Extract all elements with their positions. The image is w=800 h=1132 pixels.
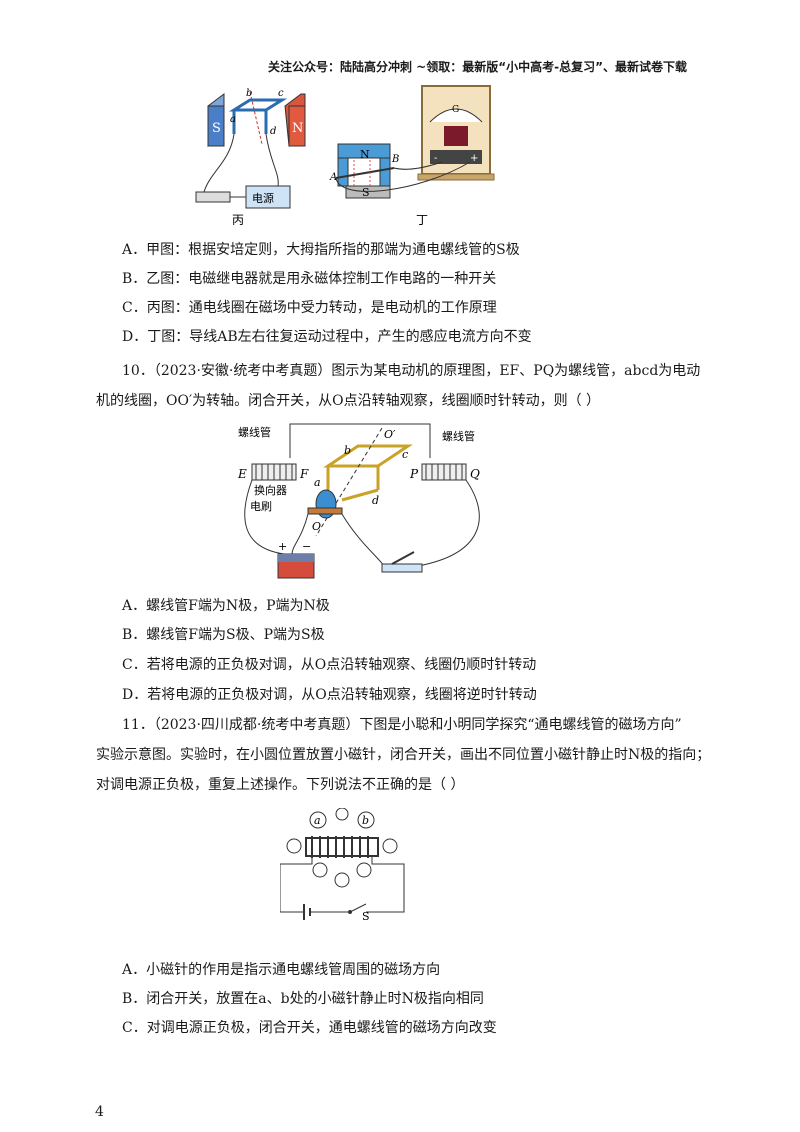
- q11-option-b: B．闭合开关，放置在a、b处的小磁针静止时N极指向相同: [122, 991, 484, 1007]
- label-Q: Q: [470, 467, 480, 481]
- figure-solenoid-compass: a b S: [280, 808, 405, 920]
- q11-stem-line1: 11．（2023·四川成都·统考中考真题）下图是小聪和小明同学探究“通电螺线管的…: [122, 717, 682, 733]
- label-E: E: [237, 467, 247, 481]
- label-a3: a: [314, 814, 321, 827]
- brush-label: 电刷: [250, 500, 272, 513]
- left-coil-label: 螺线管: [238, 425, 271, 439]
- label-plus: +: [470, 153, 478, 164]
- label-b3: b: [362, 814, 369, 827]
- commutator-label: 换向器: [254, 483, 287, 497]
- q9-option-a: A．甲图：根据安培定则，大拇指所指的那端为通电螺线管的S极: [122, 242, 520, 258]
- label-b2: b: [344, 444, 351, 457]
- label-O: O: [312, 520, 321, 533]
- q11-option-a: A．小磁针的作用是指示通电螺线管周围的磁场方向: [122, 962, 441, 978]
- q11-stem-line3: 对调电源正负极，重复上述操作。下列说法不正确的是（ ）: [96, 777, 465, 793]
- coil-abcd: [228, 98, 288, 112]
- figure-bing: S N a b c d 电源 丙: [195, 88, 306, 227]
- label-minus: -: [434, 153, 437, 164]
- power-label: 电源: [252, 191, 274, 205]
- figure-motor: 螺线管 螺线管 E F P Q b c a d O′ 换向器 电刷 O + −: [237, 423, 480, 579]
- q10-option-d: D．若将电源的正负极对调，从O点沿转轴观察，线圈将逆时针转动: [122, 687, 537, 703]
- caption-ding: 丁: [416, 213, 428, 227]
- battery-minus: −: [302, 540, 311, 553]
- label-F: F: [299, 467, 309, 481]
- caption-bing: 丙: [232, 213, 244, 227]
- label-d2: d: [372, 494, 379, 507]
- left-solenoid: [251, 463, 297, 481]
- label-A: A: [329, 172, 337, 183]
- label-a2: a: [314, 476, 321, 489]
- magnet-s-label: S: [212, 121, 221, 136]
- figure-bing-ding: S N a b c d 电源 丙 N S A B G -: [195, 85, 495, 227]
- magnet-s: [207, 105, 225, 147]
- label-b: b: [246, 88, 252, 99]
- q9-option-b: B．乙图：电磁继电器就是用永磁体控制工作电路的一种开关: [122, 271, 497, 287]
- q10-option-a: A．螺线管F端为N极，P端为N极: [122, 598, 330, 614]
- q9-option-d: D．丁图：导线AB左右往复运动过程中，产生的感应电流方向不变: [122, 329, 532, 345]
- label-O-prime: O′: [384, 428, 396, 441]
- label-c2: c: [402, 448, 408, 461]
- label-n2: N: [360, 148, 370, 161]
- solenoid: [305, 836, 379, 858]
- label-S: S: [362, 910, 370, 920]
- label-a: a: [230, 114, 236, 125]
- label-c: c: [278, 88, 284, 99]
- q10-option-b: B．螺线管F端为S极、P端为S极: [122, 627, 325, 643]
- switch-2: [381, 563, 423, 573]
- page-number: 4: [95, 1104, 104, 1120]
- q10-stem-line2: 机的线圈，OO′为转轴。闭合开关，从O点沿转轴观察，线圈顺时针转动，则（ ）: [96, 393, 601, 409]
- magnet-n: [288, 105, 306, 147]
- figure-ding: N S A B G - + 丁: [329, 85, 495, 227]
- label-P: P: [409, 467, 419, 481]
- right-solenoid: [421, 463, 467, 481]
- coil-abcd: [323, 444, 413, 468]
- q9-option-c: C．丙图：通电线圈在磁场中受力转动，是电动机的工作原理: [122, 300, 497, 316]
- page-header: 关注公众号：陆陆高分冲刺 ~领取：最新版“小中高考-总复习”、最新试卷下载: [268, 60, 687, 74]
- magnet-n-label: N: [292, 121, 303, 136]
- q11-option-c: C．对调电源正负极，闭合开关，通电螺线管的磁场方向改变: [122, 1020, 497, 1036]
- switch: [195, 191, 231, 203]
- q11-stem-line2: 实验示意图。实验时，在小圆位置放置小磁针，闭合开关，画出不同位置小磁针静止时N极…: [96, 747, 711, 763]
- label-s2: S: [362, 186, 370, 199]
- battery-plus: +: [278, 540, 287, 553]
- label-B: B: [391, 154, 399, 165]
- q10-stem-line1: 10．（2023·安徽·统考中考真题）图示为某电动机的原理图，EF、PQ为螺线管…: [122, 363, 701, 379]
- label-G: G: [452, 105, 459, 115]
- switch-s: [349, 903, 367, 913]
- q10-option-c: C．若将电源的正负极对调，从O点沿转轴观察、线圈仍顺时针转动: [122, 657, 537, 673]
- label-d: d: [270, 126, 276, 137]
- right-coil-label: 螺线管: [442, 429, 475, 443]
